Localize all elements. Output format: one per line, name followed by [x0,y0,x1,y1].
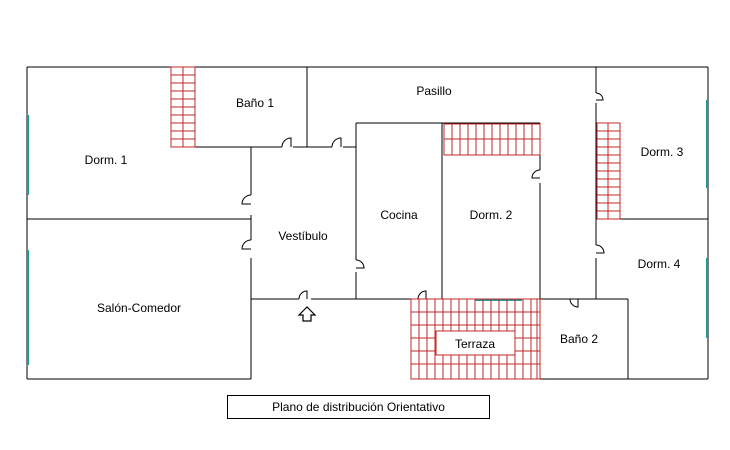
room-label-dorm2: Dorm. 2 [470,208,513,222]
room-label-pasillo: Pasillo [416,84,452,98]
up-arrow-icon [297,306,317,322]
terraza-label-box [435,330,516,356]
room-label-vestibulo: Vestíbulo [278,229,328,243]
room-label-terraza: Terraza [455,337,495,351]
stair-steps-bano1 [171,67,195,147]
stair-steps-dorm3 [597,123,620,219]
doors [241,92,605,308]
walls [26,66,709,380]
plan-caption: Plano de distribución Orientativo [227,395,490,419]
stair-steps-dorm2 [444,124,540,155]
windows [27,100,708,365]
room-label-bano2: Baño 2 [560,332,598,346]
room-label-dorm3: Dorm. 3 [641,145,684,159]
stairs [170,66,621,380]
room-label-dorm1: Dorm. 1 [85,153,128,167]
room-label-salon: Salón-Comedor [97,301,181,315]
room-label-dorm4: Dorm. 4 [638,257,681,271]
room-label-bano1: Baño 1 [236,96,274,110]
room-label-cocina: Cocina [380,208,418,222]
